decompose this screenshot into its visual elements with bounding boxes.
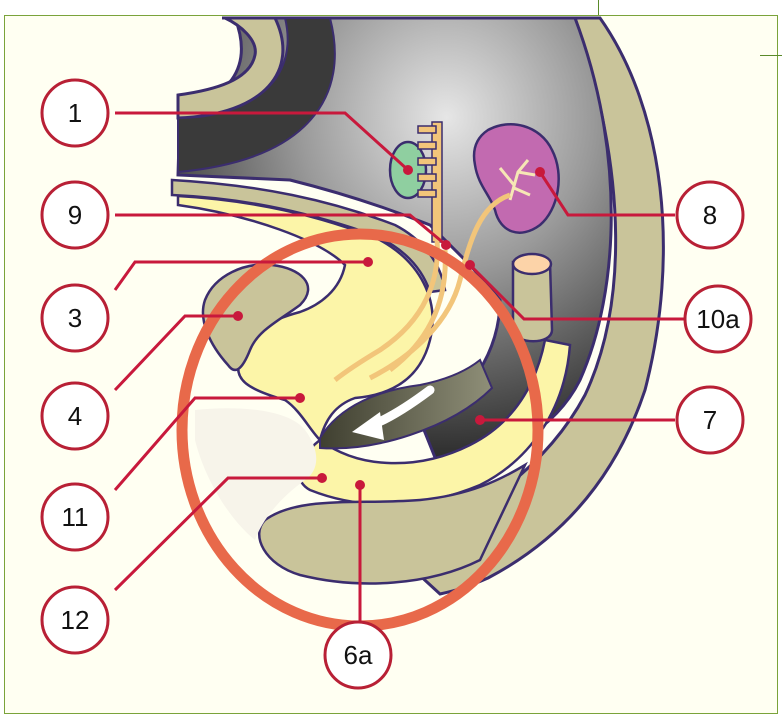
callout-label-8: 8 [677,182,743,248]
callout-label-12: 12 [42,587,108,653]
callout-label-6a: 6a [325,622,391,688]
callout-label-9: 9 [42,182,108,248]
callout-label-1: 1 [42,80,108,146]
svg-text:8: 8 [703,200,717,230]
callout-label-10a: 10a [685,286,751,352]
callout-label-3: 3 [42,285,108,351]
svg-text:11: 11 [62,502,89,532]
svg-text:12: 12 [61,605,90,635]
svg-text:4: 4 [68,401,82,431]
svg-text:1: 1 [68,98,82,128]
callout-label-4: 4 [42,383,108,449]
svg-text:9: 9 [68,200,82,230]
svg-text:3: 3 [68,303,82,333]
callout-label-7: 7 [677,387,743,453]
right-tube [513,254,552,341]
svg-text:7: 7 [703,405,717,435]
callout-label-11: 11 [42,484,108,550]
svg-text:6a: 6a [344,640,373,670]
svg-text:10a: 10a [696,304,740,334]
